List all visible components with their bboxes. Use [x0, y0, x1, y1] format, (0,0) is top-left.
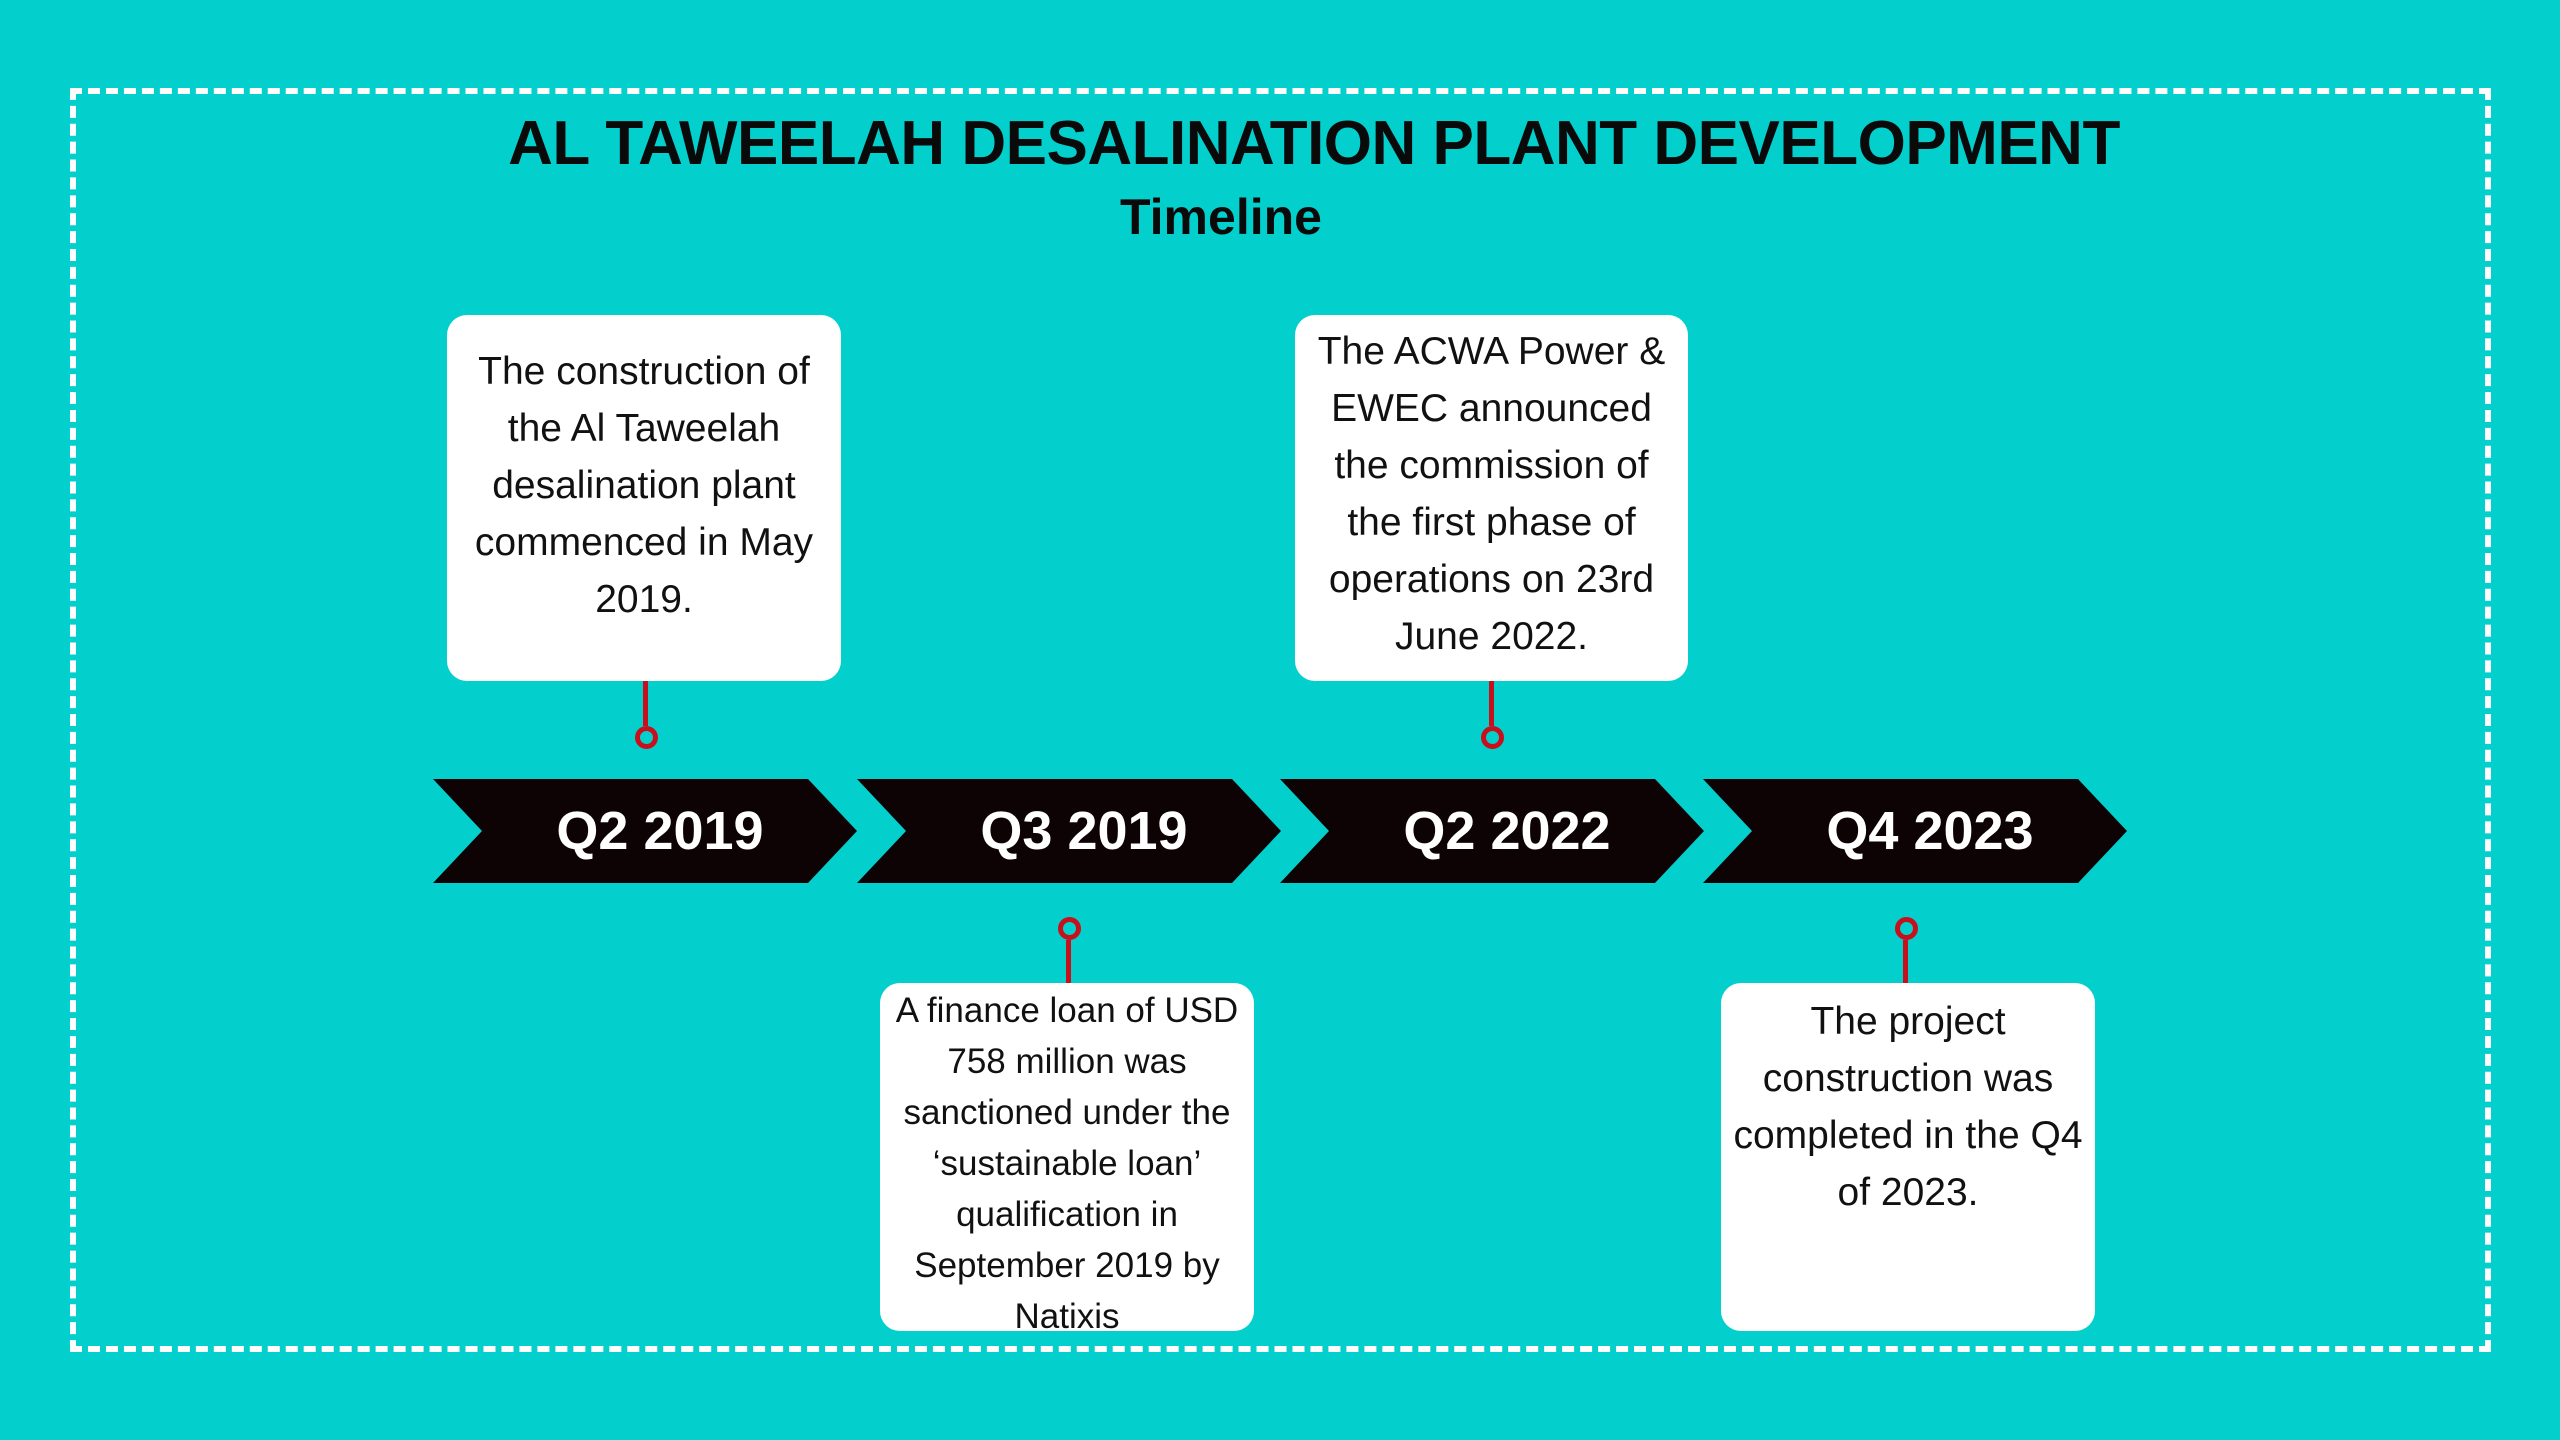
milestone-card-q2-2022: The ACWA Power & EWEC announced the comm… — [1295, 315, 1688, 681]
page-subtitle: Timeline — [1120, 189, 1322, 245]
period-label: Q2 2022 — [1403, 801, 1611, 861]
pin-circle-icon — [1058, 917, 1081, 940]
pin-stem — [1066, 940, 1071, 983]
pin-circle-icon — [1481, 726, 1504, 749]
pin-circle-icon — [635, 726, 658, 749]
chevron-q2-2019: Q2 2019 — [433, 779, 857, 883]
chevron-q3-2019: Q3 2019 — [857, 779, 1281, 883]
milestone-card-q2-2019: The construction of the Al Taweelah desa… — [447, 315, 841, 681]
pin-stem — [1489, 681, 1494, 726]
chevron-q2-2022: Q2 2022 — [1280, 779, 1704, 883]
page-title: AL TAWEELAH DESALINATION PLANT DEVELOPME… — [508, 109, 2120, 178]
period-label: Q3 2019 — [980, 801, 1188, 861]
dashed-frame — [70, 88, 2491, 1352]
period-label: Q4 2023 — [1826, 801, 2034, 861]
chevron-q4-2023: Q4 2023 — [1703, 779, 2127, 883]
pin-stem — [1903, 940, 1908, 983]
milestone-card-q3-2019: A finance loan of USD 758 million was sa… — [880, 983, 1254, 1336]
period-label: Q2 2019 — [556, 801, 764, 861]
pin-stem — [643, 681, 648, 726]
pin-circle-icon — [1895, 917, 1918, 940]
milestone-card-q4-2023: The project construction was completed i… — [1721, 983, 2095, 1331]
